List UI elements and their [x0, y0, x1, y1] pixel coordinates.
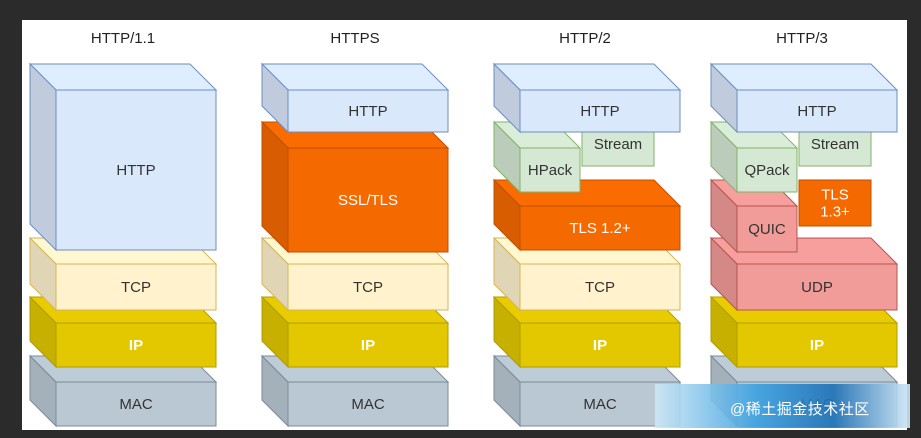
qpack-layer-http3: QPack	[709, 120, 799, 194]
http-layer-http3-label: HTTP	[797, 103, 836, 120]
tls12-layer-http2-front-face	[519, 205, 681, 251]
http-layer-https-top-face	[260, 63, 450, 91]
ip-layer-http3-front-face	[736, 322, 898, 368]
tcp-layer-http11-front-face	[55, 263, 217, 311]
stream-layer-http3-label: Stream	[811, 136, 859, 153]
stream-layer-http2-label: Stream	[594, 136, 642, 153]
ip-layer-http3-label: IP	[810, 337, 824, 354]
http-layer-http11-label: HTTP	[116, 162, 155, 179]
http-layer-http3: HTTP	[709, 62, 899, 134]
column-title-http3: HTTP/3	[776, 30, 828, 47]
mac-layer-https-label: MAC	[351, 396, 385, 413]
mac-layer-http2-front-face	[519, 381, 681, 427]
http-layer-https: HTTP	[260, 62, 450, 134]
http-layer-https-label: HTTP	[348, 103, 387, 120]
http-layer-http2: HTTP	[492, 62, 682, 134]
ip-layer-http2-front-face	[519, 322, 681, 368]
quic-layer-http3: QUIC	[709, 178, 799, 254]
column-title-https: HTTPS	[330, 30, 380, 47]
qpack-layer-http3-label: QPack	[744, 162, 790, 179]
tls13-layer-http3-front-face	[798, 179, 872, 227]
mac-layer-https-front-face	[287, 381, 449, 427]
tcp-layer-https-label: TCP	[353, 279, 383, 296]
watermark-text: @稀土掘金技术社区	[730, 401, 870, 418]
ip-layer-http11-label: IP	[129, 337, 143, 354]
mac-layer-http2-label: MAC	[583, 396, 617, 413]
tcp-layer-http2-front-face	[519, 263, 681, 311]
tls13-layer-http3-label: TLS	[821, 187, 849, 204]
http-layer-http11-front-face	[55, 89, 217, 251]
mac-layer-http11-front-face	[55, 381, 217, 427]
http-layer-http2-front-face	[519, 89, 681, 133]
udp-layer-http3: UDP	[709, 236, 899, 312]
udp-layer-http3-label: UDP	[801, 279, 833, 296]
column-title-http2: HTTP/2	[559, 30, 611, 47]
hpack-layer-http2-front-face	[519, 147, 581, 193]
qpack-layer-http3-front-face	[736, 147, 798, 193]
http-layer-https-front-face	[287, 89, 449, 133]
http-layer-http11-side-face	[29, 62, 57, 252]
http-layer-http2-label: HTTP	[580, 103, 619, 120]
ssl-layer-https: SSL/TLS	[260, 120, 450, 254]
http-layer-http11: HTTP	[28, 62, 218, 252]
ip-layer-https-label: IP	[361, 337, 375, 354]
ip-layer-https-front-face	[287, 322, 449, 368]
http-layer-http3-top-face	[709, 63, 899, 91]
quic-layer-http3-label: QUIC	[748, 221, 786, 238]
http-layer-http3-front-face	[736, 89, 898, 133]
tls12-layer-http2-label: TLS 1.2+	[569, 220, 631, 237]
tcp-layer-https-front-face	[287, 263, 449, 311]
watermark-background	[655, 384, 910, 428]
http-layer-http2-top-face	[492, 63, 682, 91]
ip-layer-http2-label: IP	[593, 337, 607, 354]
ip-layer-http11-front-face	[55, 322, 217, 368]
tls13-layer-http3-label: 1.3+	[820, 204, 850, 221]
column-title-http11: HTTP/1.1	[90, 30, 156, 47]
tcp-layer-http11: TCP	[28, 236, 218, 312]
ssl-layer-https-label: SSL/TLS	[338, 192, 398, 209]
tcp-layer-http2-label: TCP	[585, 279, 615, 296]
hpack-layer-http2-label: HPack	[528, 162, 573, 179]
udp-layer-http3-front-face	[736, 263, 898, 311]
mac-layer-http11-label: MAC	[119, 396, 153, 413]
tcp-layer-http11-label: TCP	[121, 279, 151, 296]
quic-layer-http3-front-face	[736, 205, 798, 253]
ssl-layer-https-front-face	[287, 147, 449, 253]
http-layer-http11-top-face	[28, 63, 218, 91]
